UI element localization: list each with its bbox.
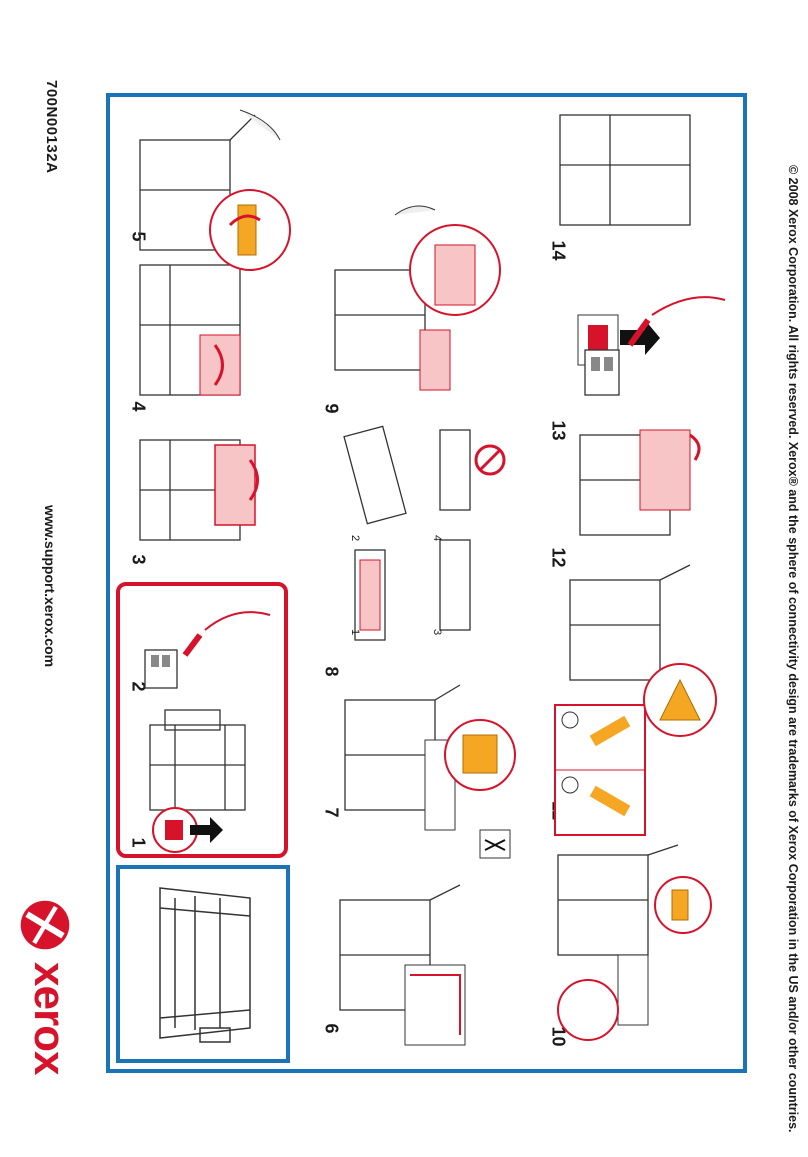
step9-machine-illustration [334,205,501,391]
step8-cartridge-handling-illustration [343,425,506,641]
plug-in-cord-illustration [584,296,726,396]
substep-1: 1 [349,628,361,636]
substep-2: 2 [349,534,361,542]
substep-3: 3 [431,628,443,636]
copyright-notice: © 2008 Xerox Corporation. All rights res… [786,165,800,1133]
xerox-sphere-logo-icon [20,900,70,950]
step13-machine-illustration [579,429,701,536]
step11-lock-illustration [554,704,646,836]
step12-machine-illustration [569,564,717,737]
brand-wordmark: xerox [25,962,74,1075]
power-switch-illustration [149,709,246,853]
support-url[interactable]: www.support.xerox.com [42,505,58,668]
step5-machine-illustration [139,109,291,271]
substep-4: 4 [431,534,443,542]
step-number-13: 13 [548,420,569,441]
step10-machine-illustration [557,844,712,1041]
unplug-cord-illustration [144,611,271,689]
cartridge-panel [116,865,290,1063]
drum-cartridge-illustration [159,887,251,1043]
step-number-9: 9 [321,403,342,414]
instruction-frame [106,93,747,1073]
power-panel [116,582,288,858]
step7-machine-illustration [344,684,516,859]
step6-machine-illustration [339,884,466,1046]
document-id: 700N00132A [43,80,60,174]
step3-machine-illustration [139,439,259,541]
step4-machine-illustration [139,249,261,396]
